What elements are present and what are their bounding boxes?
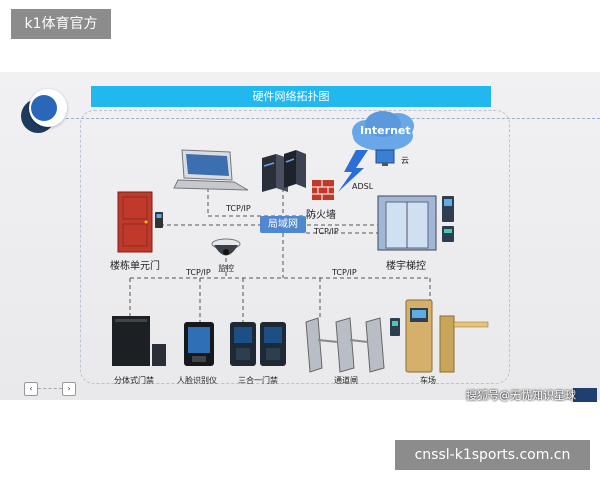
door-icon (117, 191, 153, 253)
url-tag: cnssl-k1sports.com.cn (395, 440, 590, 470)
gate-channel-label: 通道闸 (334, 376, 358, 385)
tcp-label-top: TCP/IP (226, 204, 251, 213)
face-recognition-icon (184, 322, 214, 366)
server-icon (262, 150, 306, 192)
cloud-device-icon (375, 149, 395, 166)
lightning-icon (338, 150, 368, 192)
cloud-label: 云 (401, 156, 409, 165)
next-slide-button[interactable]: › (62, 382, 76, 396)
parking-label: 车场 (420, 376, 436, 385)
elevator-label: 楼宇梯控 (386, 261, 426, 272)
elevator-icon (377, 195, 437, 251)
firewall-label: 防火墙 (306, 210, 336, 221)
internet-label: Internet (360, 124, 411, 137)
split-access-icon (112, 316, 166, 366)
gate-channel-icon (305, 317, 400, 373)
parking-icon (405, 299, 489, 373)
watermark-badge (573, 388, 597, 402)
laptop-icon (173, 149, 249, 191)
adsl-label: ADSL (352, 182, 374, 191)
decor-dot-blue (31, 95, 57, 121)
prev-slide-button[interactable]: ‹ (24, 382, 38, 396)
tcp-label-left: TCP/IP (186, 268, 211, 277)
tcp-label-mid: TCP/IP (332, 268, 357, 277)
cloud-icon (352, 111, 414, 151)
camera-label: 监控 (218, 264, 234, 273)
firewall-icon (312, 180, 334, 200)
lan-node: 局域网 (260, 216, 306, 233)
slide-background (0, 72, 600, 400)
pager-divider (38, 388, 62, 389)
tcp-label-right: TCP/IP (314, 227, 339, 236)
camera-icon (211, 238, 241, 256)
connection-lines (129, 188, 431, 322)
diagram-frame (80, 110, 510, 384)
header-divider (66, 118, 600, 119)
watermark-text: 搜狐号@无忧知识星球 (466, 389, 576, 402)
building-door-label: 楼栋单元门 (110, 261, 160, 272)
elevator-panel-icon (442, 196, 454, 242)
brand-tag: k1体育官方 (11, 9, 111, 39)
door-reader-icon (155, 212, 163, 228)
three-in-one-icon (230, 322, 286, 366)
split-access-label: 分体式门禁 (114, 376, 154, 385)
three-in-one-label: 三合一门禁 (238, 376, 278, 385)
face-recognition-label: 人脸识别仪 (177, 376, 217, 385)
diagram-title: 硬件网络拓扑图 (91, 86, 491, 107)
